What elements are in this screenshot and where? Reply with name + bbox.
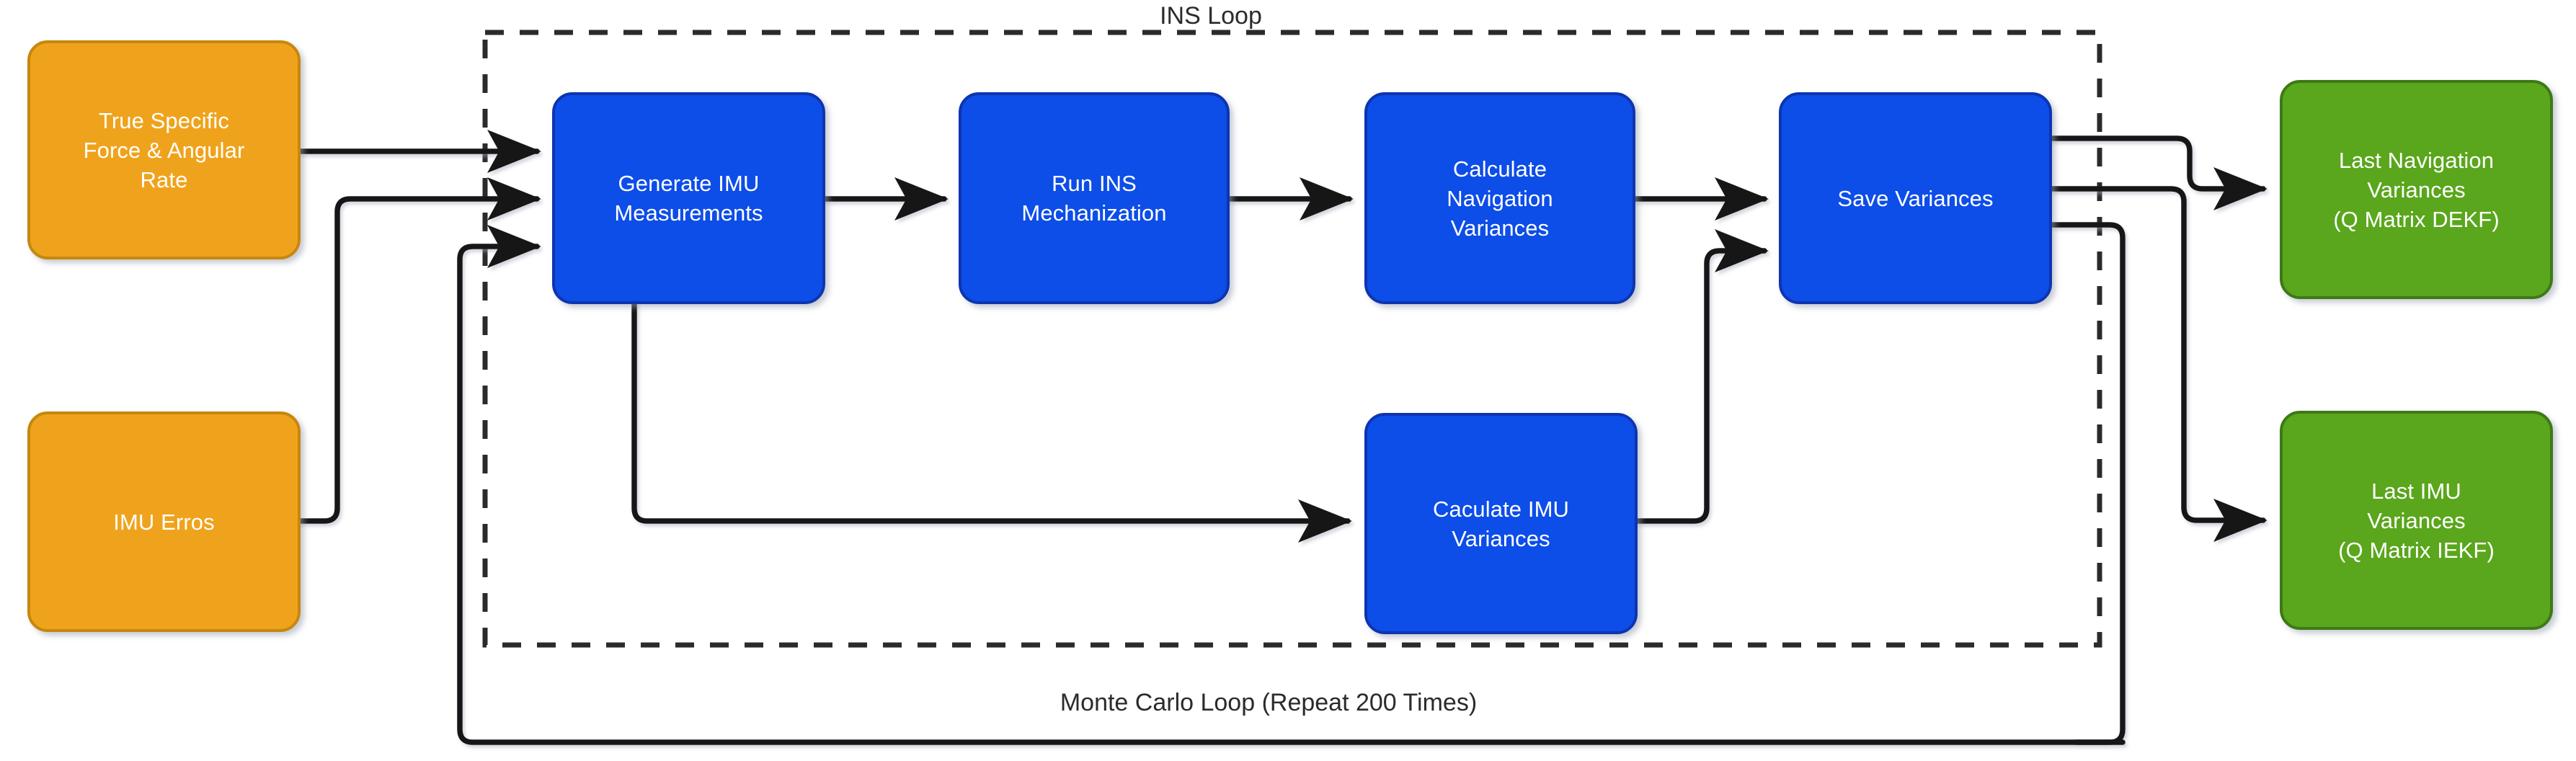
shape-run-ins-mechanization[interactable]	[959, 92, 1230, 304]
edge-save-to-montecarlo	[2048, 222, 2126, 745]
monte-carlo-loop-label: Monte Carlo Loop (Repeat 200 Times)	[1060, 689, 1478, 716]
shape-imu-errors[interactable]	[27, 411, 301, 632]
shape-calculate-navigation-variances[interactable]	[1364, 92, 1635, 304]
shape-true-specific-force[interactable]	[27, 40, 301, 259]
shape-save-variances[interactable]	[1779, 92, 2052, 304]
shape-last-imu-variances[interactable]	[2280, 411, 2553, 630]
shape-generate-imu-measurements[interactable]	[552, 92, 825, 304]
ins-loop-boundary	[482, 30, 2102, 648]
shape-calculate-imu-variances[interactable]	[1364, 413, 1638, 634]
ins-loop-title: INS Loop	[1160, 2, 1262, 30]
shape-last-navigation-variances[interactable]	[2280, 80, 2553, 299]
edge-save-to-imuoutput	[2048, 186, 2268, 542]
edge-monte-carlo-return	[457, 225, 2126, 745]
edge-save-to-navoutput	[2048, 135, 2268, 210]
edge-imuerrors-to-generate	[130, 177, 542, 524]
edge-generate-to-imuvar	[631, 300, 1353, 543]
edge-imuvar-to-save	[1635, 229, 1769, 524]
